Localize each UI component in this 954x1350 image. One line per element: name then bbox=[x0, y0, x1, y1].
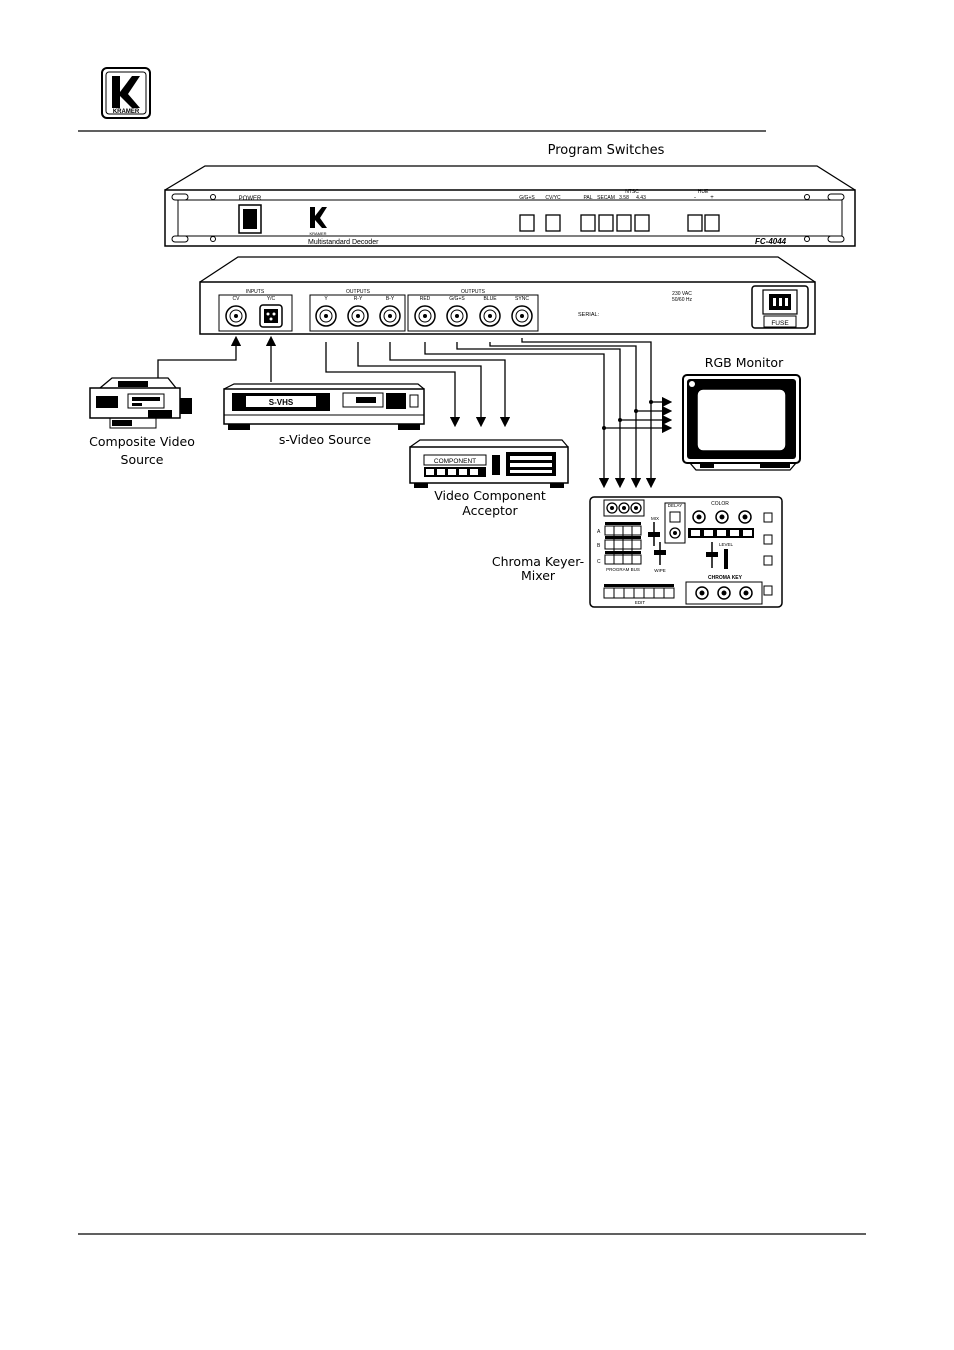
composite-source-label-line1: Composite Video bbox=[89, 434, 195, 449]
outputs-title-a: OUTPUTS bbox=[346, 289, 371, 295]
bnc-by bbox=[379, 305, 401, 327]
input-label-yc: Y/C bbox=[267, 296, 276, 302]
connection-lines bbox=[157, 335, 673, 489]
switch-hue-plus bbox=[704, 214, 720, 232]
output-label-by: B-Y bbox=[386, 296, 395, 302]
bnc-red bbox=[414, 305, 436, 327]
switch-ggs bbox=[519, 214, 535, 232]
output-label-sync: SYNC bbox=[515, 296, 529, 302]
svhs-vcr-icon: S-VHS bbox=[223, 383, 425, 430]
wire-y-output bbox=[325, 342, 461, 428]
power-spec-voltage: 230 VAC bbox=[672, 291, 692, 297]
switch-label-cvyc: CV/YC bbox=[545, 195, 561, 201]
wire-ry-output bbox=[357, 342, 487, 428]
switch-label-ntsc: NTSC bbox=[625, 189, 639, 195]
level-label: LEVEL bbox=[719, 542, 734, 547]
switch-label-plus: + bbox=[710, 195, 714, 201]
component-vcr-icon: COMPONENT bbox=[409, 439, 569, 488]
chroma-key-label: CHROMA KEY bbox=[708, 575, 743, 581]
bnc-ry bbox=[347, 305, 369, 327]
wire-ggs-output bbox=[456, 342, 626, 489]
switch-label-443: 4.43 bbox=[636, 195, 646, 201]
outputs-title-b: OUTPUTS bbox=[461, 289, 486, 295]
vcr-label: S-VHS bbox=[269, 398, 294, 407]
bnc-cv bbox=[225, 305, 247, 327]
switch-443 bbox=[634, 214, 650, 232]
chroma-keyer-label-line2: Mixer bbox=[521, 568, 556, 583]
outputs-group-a bbox=[309, 294, 406, 332]
svideo-connector bbox=[259, 304, 283, 328]
chroma-keyer-mixer-icon: A B C PROGRAM BUS MIX WIPE DELAY COLOR bbox=[589, 496, 783, 608]
switch-pal bbox=[580, 214, 596, 232]
component-acceptor-label-line2: Acceptor bbox=[462, 503, 518, 518]
program-switches-label: Program Switches bbox=[548, 143, 665, 158]
output-label-ggs: G/G+S bbox=[449, 296, 465, 302]
output-label-y: Y bbox=[324, 296, 328, 302]
bnc-y bbox=[315, 305, 337, 327]
wire-red-output bbox=[424, 342, 610, 489]
front-panel: POWER KRAMER Multistandard Decoder FC-40… bbox=[164, 165, 856, 247]
switch-cvyc bbox=[545, 214, 561, 232]
switch-hue-minus bbox=[687, 214, 703, 232]
switch-label-pal: PAL bbox=[583, 195, 592, 201]
inputs-group bbox=[218, 294, 293, 332]
panel-logo-mark bbox=[310, 207, 327, 228]
switch-label-358: 3.58 bbox=[619, 195, 629, 201]
component-label: COMPONENT bbox=[434, 458, 476, 465]
model-name: Multistandard Decoder bbox=[308, 239, 379, 246]
svideo-source-label: s-Video Source bbox=[279, 432, 372, 447]
rear-panel: INPUTS CV Y/C OUTPUTS Y R-Y B-Y OUTPUTS … bbox=[199, 256, 816, 335]
edit-label: EDIT bbox=[635, 600, 646, 605]
wire-sync-output bbox=[521, 338, 657, 489]
input-label-cv: CV bbox=[233, 296, 241, 302]
switch-label-secam: SECAM bbox=[597, 195, 615, 201]
fuse-label: FUSE bbox=[771, 320, 789, 327]
power-spec-frequency: 50/60 Hz bbox=[672, 297, 693, 303]
chroma-keyer-label-line1: Chroma Keyer- bbox=[492, 554, 584, 569]
component-acceptor-label-line1: Video Component bbox=[434, 488, 546, 503]
camcorder-icon bbox=[89, 377, 192, 429]
bnc-blue bbox=[479, 305, 501, 327]
power-label: POWER bbox=[239, 196, 262, 202]
power-rocker bbox=[243, 209, 257, 229]
serial-label: SERIAL: bbox=[578, 312, 600, 318]
program-bus-label: PROGRAM BUS bbox=[606, 567, 640, 572]
output-label-ry: R-Y bbox=[354, 296, 363, 302]
logo-text: KRAMER bbox=[113, 109, 140, 115]
composite-source-label-line2: Source bbox=[121, 452, 164, 467]
switch-358 bbox=[616, 214, 632, 232]
inputs-title: INPUTS bbox=[246, 289, 265, 295]
delay-label: DELAY bbox=[668, 503, 682, 508]
wire-by-output bbox=[389, 342, 511, 428]
output-label-red: RED bbox=[420, 296, 431, 302]
output-label-blue: BLUE bbox=[483, 296, 497, 302]
panel-logo-text: KRAMER bbox=[309, 231, 326, 236]
bnc-sync bbox=[511, 305, 533, 327]
outputs-group-b bbox=[407, 294, 539, 332]
bnc-ggs bbox=[446, 305, 468, 327]
kramer-logo: KRAMER bbox=[101, 67, 151, 119]
switch-secam bbox=[598, 214, 614, 232]
switch-label-hue: HUE bbox=[698, 189, 709, 195]
model-number: FC-4044 bbox=[755, 237, 787, 246]
wipe-label: WIPE bbox=[654, 568, 666, 573]
mixer-row-b: B bbox=[597, 543, 601, 549]
power-inlet: FUSE bbox=[751, 285, 809, 329]
mixer-row-c: C bbox=[597, 559, 601, 565]
wire-cv-input bbox=[157, 335, 242, 378]
rgb-monitor-label: RGB Monitor bbox=[705, 355, 784, 370]
switch-label-ggs: G/G+S bbox=[519, 195, 535, 201]
color-label: COLOR bbox=[711, 501, 729, 507]
wire-blue-output bbox=[489, 342, 642, 489]
switch-label-minus: - bbox=[694, 195, 696, 201]
mixer-row-a: A bbox=[597, 529, 601, 535]
mix-label: MIX bbox=[651, 516, 659, 521]
rgb-monitor-icon bbox=[682, 374, 801, 471]
